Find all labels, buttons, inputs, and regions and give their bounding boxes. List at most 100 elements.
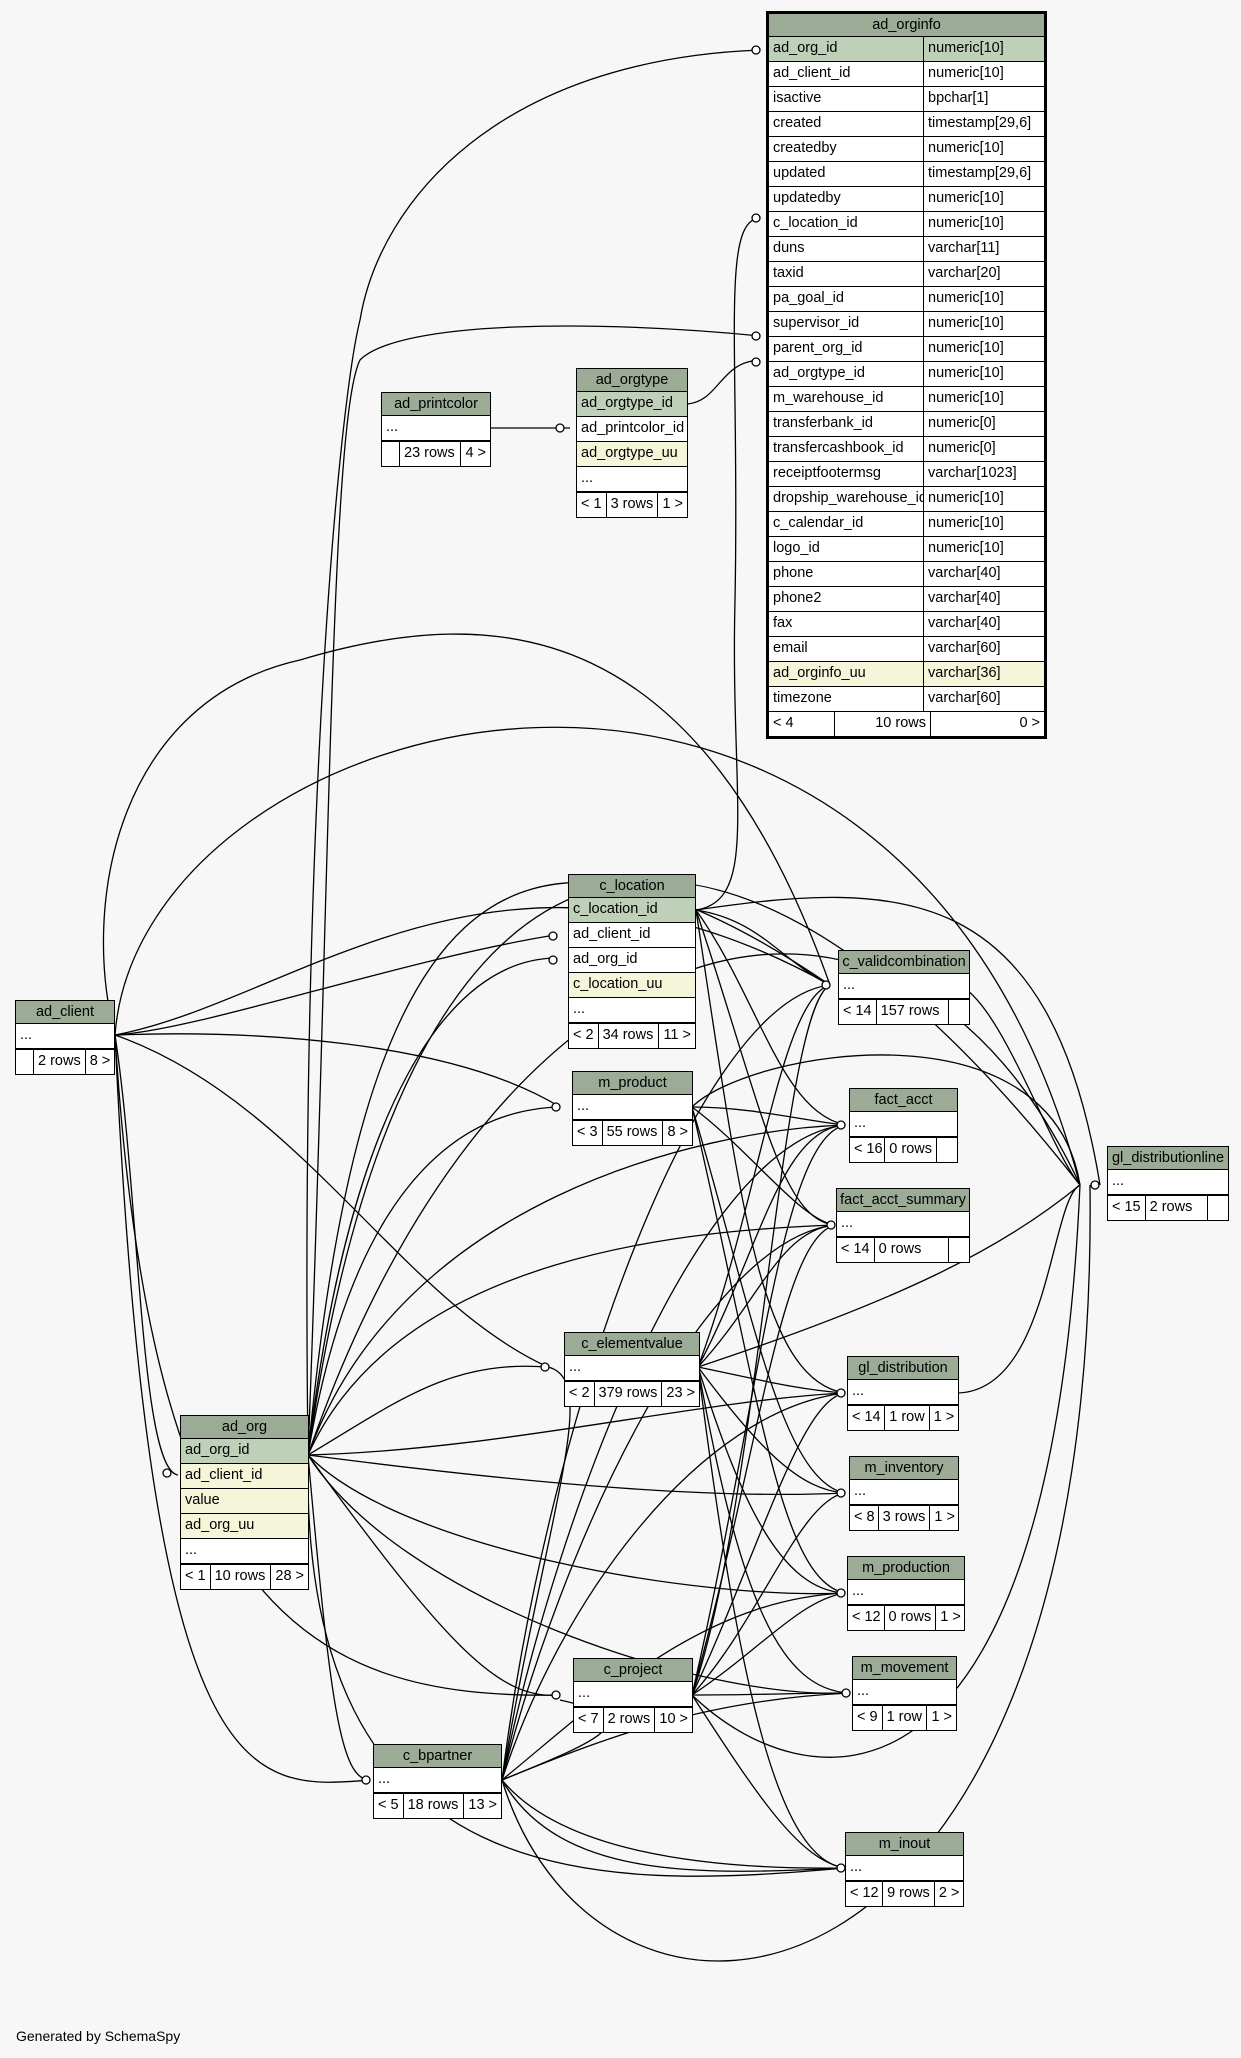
footer-children[interactable]: 8 >	[89, 1053, 111, 1069]
footer-parents[interactable]: < 5	[374, 1794, 404, 1818]
footer-children[interactable]: 4 >	[465, 445, 486, 461]
column-row[interactable]: ...	[850, 1112, 957, 1137]
footer-parents[interactable]	[382, 442, 400, 466]
footer-parents[interactable]: < 2	[565, 1382, 595, 1406]
footer-parents[interactable]: < 3	[573, 1121, 603, 1145]
footer-parents[interactable]: < 12	[846, 1882, 884, 1906]
footer-parents[interactable]: < 1	[181, 1565, 211, 1589]
column-row[interactable]: ad_printcolor_id	[577, 417, 687, 442]
footer-parents[interactable]: < 12	[848, 1606, 885, 1630]
footer-children[interactable]: 1 >	[931, 1709, 952, 1725]
footer-parents[interactable]: < 1	[577, 493, 607, 517]
column-row[interactable]: ...	[569, 998, 695, 1023]
footer-parents[interactable]: < 2	[569, 1024, 599, 1048]
footer-parents[interactable]: < 14	[837, 1238, 875, 1262]
column-row[interactable]: ad_client_id	[181, 1464, 308, 1489]
column-row[interactable]: ...	[573, 1095, 692, 1120]
column-row[interactable]: ...	[848, 1380, 958, 1405]
column-row[interactable]: ad_orgtype_uu	[577, 442, 687, 467]
footer-children[interactable]	[1208, 1196, 1228, 1220]
column-row[interactable]: ...	[16, 1024, 114, 1049]
footer-children[interactable]: 2 >	[938, 1885, 960, 1901]
column-row[interactable]: value	[181, 1489, 308, 1514]
column-row[interactable]: ad_orgtype_id	[577, 392, 687, 417]
footer-parents[interactable]: < 16	[850, 1138, 886, 1162]
footer-children[interactable]: 28 >	[275, 1568, 304, 1584]
footer-children[interactable]	[949, 1238, 969, 1262]
column-row[interactable]: ...	[374, 1768, 501, 1793]
footer-children[interactable]: 10 >	[659, 1711, 688, 1727]
column-row[interactable]: ...	[382, 416, 490, 441]
footer-children[interactable]: 0 >	[1019, 715, 1040, 731]
footer-parents[interactable]: < 14	[848, 1406, 886, 1430]
column-row[interactable]: ...	[850, 1480, 958, 1505]
footer-parents[interactable]: < 14	[839, 1000, 877, 1024]
column-row[interactable]: c_location_id	[569, 898, 695, 923]
footer-parents[interactable]: < 4	[769, 712, 835, 736]
footer-parents[interactable]: < 9	[853, 1706, 883, 1730]
column-row[interactable]: ...	[853, 1680, 956, 1705]
column-row[interactable]: ad_org_uu	[181, 1514, 308, 1539]
footer-children[interactable]: 1 >	[933, 1409, 955, 1425]
column-row[interactable]: ...	[837, 1212, 969, 1237]
column-row[interactable]: ...	[839, 974, 969, 999]
column-row[interactable]: ...	[565, 1356, 699, 1381]
footer-parents[interactable]: < 8	[850, 1506, 879, 1530]
column-row[interactable]: ...	[848, 1580, 964, 1605]
footer-children[interactable]: 23 >	[666, 1385, 696, 1401]
footer-children[interactable]: 1 >	[940, 1609, 961, 1625]
column-row[interactable]: ...	[574, 1682, 692, 1707]
footer-children[interactable]	[949, 1000, 969, 1024]
footer-children[interactable]: 8 >	[667, 1124, 688, 1140]
column-row[interactable]: ...	[846, 1856, 963, 1881]
column-row[interactable]: ...	[1108, 1170, 1228, 1195]
footer-parents[interactable]: < 7	[574, 1708, 604, 1732]
footer-parents[interactable]: < 15	[1108, 1196, 1146, 1220]
footer-children[interactable]: 1 >	[934, 1509, 955, 1525]
column-row[interactable]: c_location_uu	[569, 973, 695, 998]
footer-children[interactable]: 1 >	[662, 496, 683, 512]
column-row[interactable]: ...	[181, 1539, 308, 1564]
column-row[interactable]: ad_client_id	[569, 923, 695, 948]
